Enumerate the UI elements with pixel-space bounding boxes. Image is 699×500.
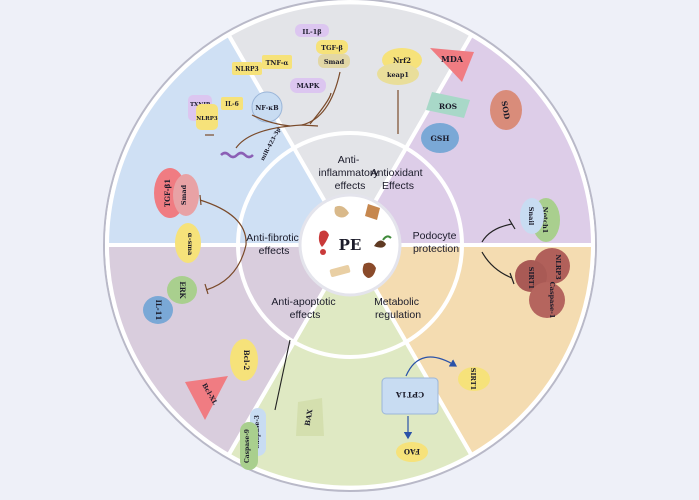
node-tnfa	[262, 55, 292, 69]
slice-herb-icon	[329, 264, 351, 278]
node-nlrp3-left-label: NLRP3	[196, 116, 218, 122]
node-sirt1-met	[458, 367, 490, 391]
node-smad-top-label: Smad	[324, 58, 345, 66]
antioxidant-nodes: Nrf2 keap1 MDA ROS SOD GSH	[377, 48, 522, 153]
node-asma	[175, 223, 201, 263]
node-il11-label: IL-11	[154, 300, 163, 321]
edge-to-nfkb	[251, 114, 291, 127]
node-keap1	[377, 63, 419, 85]
metabolic-nodes: SIRT1 CPT1A FAO	[381, 356, 490, 462]
node-nfkb	[251, 91, 283, 123]
node-tgfb-top-label: TGF-β	[321, 44, 343, 52]
node-cpt1a	[381, 377, 439, 415]
node-nlrp3-top-label: NLRP3	[235, 66, 258, 73]
edge-nlrp3-inhibit	[481, 251, 513, 279]
sector-title-metabolic: Metabolic regulation	[374, 296, 422, 321]
node-il6	[221, 97, 243, 110]
podocyte-nodes: Notch1 Snail NLRP3 SIRT1 Caspase-1	[481, 198, 570, 319]
node-erk	[167, 276, 197, 304]
node-tgfb1-label: TGF-β1	[163, 179, 172, 207]
edge-sirt1-cpt1a	[405, 356, 458, 377]
node-nlrp3-top	[232, 62, 262, 75]
node-fao-label: FAO	[404, 447, 420, 456]
node-keap1-label: keap1	[387, 71, 409, 79]
inhibit-bar-snail	[508, 218, 516, 230]
mushroom-herb-icon	[365, 204, 380, 220]
node-bclxl	[185, 376, 228, 420]
node-snail-label: Snail	[527, 207, 535, 226]
edge-mir-inhibit	[235, 124, 319, 149]
node-mapk-label: MAPK	[297, 82, 320, 90]
root-herb-icon	[334, 205, 349, 218]
node-bax-label: BAX	[303, 408, 315, 427]
sector-title-anti-inflammatory: Anti- inflammatory effects	[318, 154, 381, 192]
node-nfkb-label: NF-κB	[255, 104, 279, 112]
node-sod-label: SOD	[499, 100, 511, 120]
node-il1b-label: IL-1β	[302, 28, 321, 36]
inhibit-bar-nlrp3-pod	[509, 272, 515, 285]
node-nlrp3-pod-label: NLRP3	[554, 254, 562, 280]
mirna-strand-icon	[220, 151, 254, 159]
node-gsh	[421, 123, 459, 153]
node-tnfa-label: TNF-α	[266, 59, 289, 67]
anti-fibrotic-nodes: TGF-β1 Smad α-sma ERK IL-11	[143, 168, 247, 324]
node-cpt1a-label: CPT1A	[396, 390, 424, 399]
cone-herb-icon	[362, 262, 376, 278]
center-label: PE	[339, 236, 362, 254]
node-notch1-label: Notch1	[541, 207, 549, 234]
node-fao	[396, 442, 428, 462]
node-caspase9	[240, 422, 258, 470]
node-il11	[143, 296, 173, 324]
node-sirt1-pod-label: SIRT1	[527, 267, 535, 289]
berry-icon	[320, 249, 326, 255]
node-erk-label: ERK	[178, 281, 187, 299]
berry-herb-icon	[318, 230, 329, 247]
sector-title-podocyte: Podocyte protection	[413, 230, 460, 255]
node-caspase1	[529, 282, 565, 318]
sector-title-anti-fibrotic: Anti-fibrotic effects	[246, 232, 301, 257]
sector-title-anti-apoptotic: Anti-apoptotic effects	[271, 296, 338, 321]
edge-caspase3-inhibit	[274, 339, 291, 411]
node-bcl2	[230, 339, 258, 381]
node-asma-label: α-sma	[186, 233, 194, 256]
node-sod	[490, 90, 522, 130]
node-mda	[430, 48, 474, 82]
node-caspase9-label: Caspase-9	[244, 429, 251, 463]
node-ros	[426, 92, 470, 118]
node-smad-top	[318, 54, 350, 68]
sprout-icon	[382, 235, 392, 241]
node-il1b	[295, 24, 329, 37]
node-snail	[520, 198, 544, 234]
center-herbs: PE	[298, 193, 402, 297]
node-mda-label: MDA	[441, 54, 464, 64]
sector-title-antioxidant: Antioxidant Effects	[371, 167, 426, 192]
node-caspase1-label: Caspase-1	[548, 282, 556, 319]
edge-to-mapk	[301, 71, 341, 126]
node-bcl2-label: Bcl-2	[242, 350, 251, 371]
seed-herb-icon	[374, 240, 386, 248]
inner-ring	[236, 131, 464, 359]
inhibit-bar-erk	[204, 283, 209, 295]
anti-apoptotic-nodes: Bcl-2 Bcl-XL BAX Caspase-3 Caspase-9	[185, 339, 324, 470]
node-nlrp3-left	[196, 104, 218, 130]
node-tgfb-top	[316, 40, 348, 54]
node-mapk	[290, 78, 326, 93]
node-nrf2-label: Nrf2	[393, 56, 411, 65]
edge-to-smad	[309, 92, 332, 125]
sector-anti-apoptotic	[104, 243, 354, 458]
node-bax	[296, 398, 324, 436]
edge-snail-inhibit	[481, 223, 513, 243]
node-il6-label: IL-6	[225, 101, 239, 108]
inhibit-bar-tgfb	[199, 194, 202, 206]
node-ros-label: ROS	[439, 102, 457, 111]
node-gsh-label: GSH	[431, 134, 450, 143]
sector-antioxidant	[346, 32, 596, 247]
edge-fibrotic-inhibit	[199, 199, 247, 291]
node-sirt1-met-label: SIRT1	[469, 368, 477, 390]
node-smad-fib	[173, 174, 199, 216]
node-smad-fib-label: Smad	[180, 184, 188, 205]
